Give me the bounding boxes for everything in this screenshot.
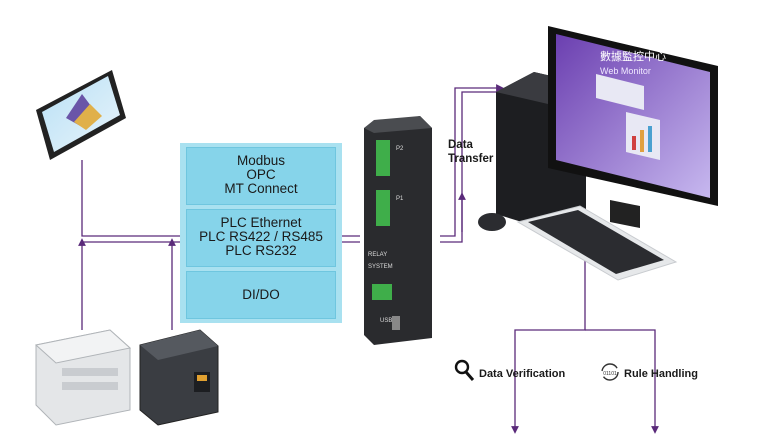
gateway-port-p2: P2: [396, 146, 404, 152]
protocol-dido: DI/DO: [242, 287, 280, 302]
protocol-opc: OPC: [246, 167, 276, 182]
rule-handling-label: Rule Handling: [624, 368, 698, 380]
magnifier-icon: [454, 359, 475, 381]
protocol-plc-ethernet: PLC Ethernet: [220, 215, 302, 230]
keyboard: [516, 205, 678, 281]
monitor-screen-subtitle: Web Monitor: [600, 66, 651, 76]
protocol-plc-rs422: PLC RS422 / RS485: [199, 229, 323, 244]
gateway-port-p1: P1: [396, 196, 404, 202]
gateway-usb-label: USB: [380, 318, 392, 324]
protocol-group-plc: PLC Ethernet PLC RS422 / RS485 PLC RS232: [186, 209, 336, 267]
protocol-group-software: Modbus OPC MT Connect: [186, 147, 336, 205]
monitor-screen-title: 數據監控中心: [600, 49, 666, 63]
inverter-device: [139, 329, 219, 426]
data-transfer-line1: Data: [448, 139, 473, 151]
data-transfer-line2: Transfer: [448, 153, 494, 165]
plc-device: [34, 329, 132, 426]
protocol-plc-rs232: PLC RS232: [225, 243, 297, 258]
data-verification-label: Data Verification: [479, 368, 566, 380]
svg-text:01101: 01101: [603, 371, 617, 377]
gateway-device: [364, 116, 432, 345]
gateway-system-label: SYSTEM: [368, 264, 393, 270]
protocol-group-io: DI/DO: [186, 271, 336, 319]
mouse: [478, 213, 506, 231]
hmi-tablet: [36, 70, 126, 160]
rule-cycle-icon: 01101: [601, 363, 619, 381]
protocol-mtconnect: MT Connect: [224, 181, 298, 196]
data-transfer-label: Data Transfer: [448, 138, 493, 166]
protocol-modbus: Modbus: [236, 153, 286, 168]
gateway-relay-label: RELAY: [368, 252, 387, 258]
monitor: [548, 26, 718, 228]
